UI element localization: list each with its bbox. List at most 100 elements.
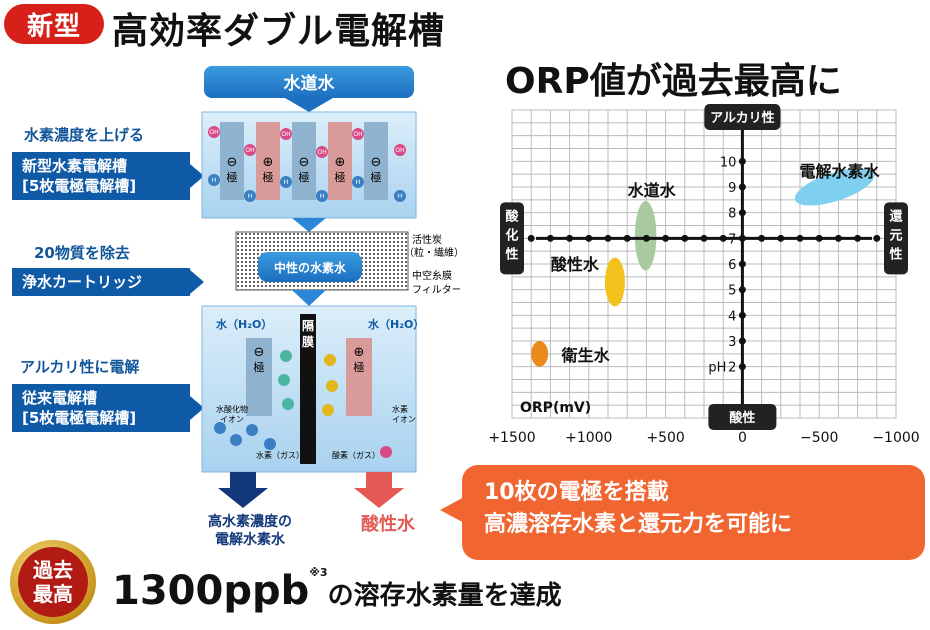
lower-electrode-minus (246, 338, 272, 416)
hydrogen-gas-icon (214, 422, 226, 434)
x-axis-dot (777, 234, 785, 242)
seal-line-1: 過去 (33, 558, 73, 582)
y-axis-dot (738, 363, 746, 371)
x-axis-dot (546, 234, 554, 242)
electrode-sign: ⊖ (227, 155, 238, 170)
seal-line-2: 最高 (33, 582, 73, 606)
y-axis-dot (738, 209, 746, 217)
x-axis-dot (796, 234, 804, 242)
bottom-axis-box (708, 404, 777, 430)
filter-label-3: 中空糸膜 (412, 269, 452, 282)
ion-h-icon (352, 176, 364, 188)
hydrogen-gas-icon (264, 438, 276, 450)
y-axis-dot (738, 286, 746, 294)
neutral-water-badge (258, 252, 362, 282)
y-tick-label: 9 (728, 181, 736, 196)
ion-h-label: H (212, 177, 217, 184)
ion-oh-label: OH (281, 131, 290, 138)
x-axis-dot (527, 234, 535, 242)
section1-box: 新型水素電解槽 [5枚電極電解槽] (12, 152, 204, 200)
ion-icon (278, 374, 290, 386)
filter-label-4: フィルター (412, 284, 460, 296)
x-axis-dot (719, 234, 727, 242)
right-axis-char: 性 (889, 246, 902, 262)
y-tick-label: 6 (728, 258, 736, 273)
x-tick-label: 0 (738, 430, 747, 446)
electrode-sign: ⊕ (263, 155, 274, 170)
x-tick-label: +1500 (488, 430, 535, 446)
x-axis-dot (623, 234, 631, 242)
electrode-sign: ⊖ (299, 155, 310, 170)
x-axis-dot (758, 234, 766, 242)
oxygen-gas-icon (380, 446, 392, 458)
ion-oh-icon (244, 144, 256, 156)
x-axis-dot (642, 234, 650, 242)
filter-label-2: （粒・繊維） (404, 246, 460, 259)
electrode-pole: 極 (335, 170, 346, 184)
x-axis-dot (681, 234, 689, 242)
section2-box-text: 浄水カートリッジ (22, 273, 143, 291)
section1-heading: 水素濃度を上げる (24, 126, 145, 144)
ion-h-label: H (356, 179, 361, 186)
section1-box-line1: 新型水素電解槽 (22, 157, 128, 175)
ion-h-label: H (320, 193, 325, 200)
x-axis-dot (815, 234, 823, 242)
inlet-label: 水道水 (284, 73, 336, 94)
right-axis-box (884, 202, 908, 275)
x-axis-dot (662, 234, 670, 242)
electrode-minus (292, 122, 316, 200)
membrane-label-2: 膜 (302, 334, 314, 349)
chart-grid (511, 109, 897, 419)
x-tick-label: +1000 (565, 430, 612, 446)
y-axis-dot (738, 311, 746, 319)
water-left-label: 水（H₂O） (216, 317, 272, 331)
x-tick-label: −1000 (872, 430, 919, 446)
section3-box-line2: [5枚電極電解槽] (22, 409, 137, 427)
left-axis-box (500, 202, 524, 275)
y-tick-label: 10 (720, 155, 737, 170)
achievement-description: の溶存水素量を達成 (327, 581, 562, 611)
y-tick-label: 4 (728, 309, 736, 324)
ion-oh-icon (208, 126, 220, 138)
output-right-arrow (354, 472, 404, 508)
neutral-water-label: 中性の水素水 (274, 260, 347, 275)
region-衛生水 (531, 341, 549, 367)
lower-electrode-sign: ⊖ (254, 345, 265, 360)
inlet-banner (204, 66, 414, 98)
section2-box: 浄水カートリッジ (12, 268, 204, 296)
lower-electrode-pole: 極 (254, 360, 265, 374)
electron-icon (326, 380, 338, 392)
membrane-label-1: 隔 (302, 318, 314, 333)
electrode-pole: 極 (263, 170, 274, 184)
ion-oh-label: OH (353, 131, 362, 138)
x-axis-label: ORP(mV) (520, 400, 591, 416)
region-酸性水 (604, 257, 625, 307)
hydroxide-ion-label-1: 水酸化物 (216, 404, 248, 414)
output-left-arrow (218, 472, 268, 508)
top-axis-box (704, 104, 781, 130)
electrode-minus (364, 122, 388, 200)
x-axis-dot (873, 234, 881, 242)
output-right-label: 酸性水 (361, 513, 416, 535)
y-tick-label: 8 (728, 207, 736, 222)
y-axis-dot (738, 234, 746, 242)
ion-oh-icon (316, 146, 328, 158)
ion-oh-icon (394, 144, 406, 156)
region-電解水素水 (794, 168, 875, 206)
ion-oh-label: OH (317, 149, 326, 156)
ion-h-label: H (398, 193, 403, 200)
x-axis-dot (854, 234, 862, 242)
callout-line-1: 10枚の電極を搭載 (484, 480, 669, 505)
lower-electrode-pole: 極 (354, 360, 365, 374)
y-tick-label: 7 (728, 232, 736, 247)
ion-h-icon (316, 190, 328, 202)
lower-electrode-plus (346, 338, 372, 416)
left-axis-char: 性 (505, 246, 518, 262)
water-right-label: 水（H₂O） (368, 317, 424, 331)
ion-oh-icon (352, 128, 364, 140)
electrode-pole: 極 (227, 170, 238, 184)
ion-h-icon (208, 174, 220, 186)
feature-callout: 10枚の電極を搭載 高濃溶存水素と還元力を可能に (462, 465, 925, 560)
y-axis-dot (738, 337, 746, 345)
electrode-pole: 極 (299, 170, 310, 184)
